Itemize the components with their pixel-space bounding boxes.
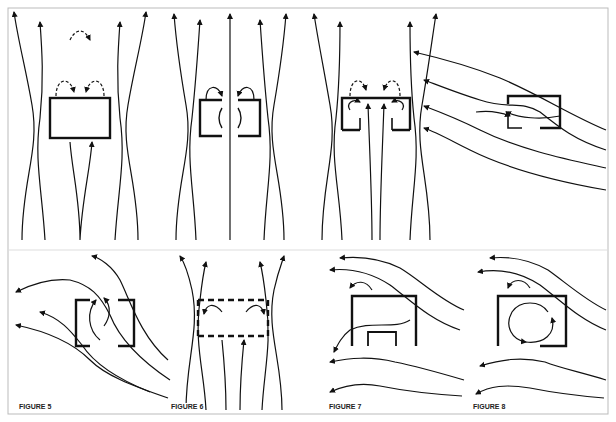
streamline xyxy=(349,101,360,110)
streamline xyxy=(420,14,436,240)
frame xyxy=(8,8,608,414)
streamline xyxy=(222,340,244,410)
building-outline xyxy=(118,300,134,346)
building-outline xyxy=(342,98,410,130)
streamline xyxy=(206,87,222,100)
building xyxy=(508,96,560,128)
streamlines xyxy=(314,14,436,240)
divider xyxy=(8,250,608,251)
streamline xyxy=(92,256,168,360)
building-outline xyxy=(508,116,522,128)
streamline xyxy=(86,81,104,96)
streamline xyxy=(380,104,384,240)
streamline xyxy=(340,257,464,310)
building-outline xyxy=(368,332,396,346)
streamline xyxy=(174,14,188,240)
building xyxy=(50,98,110,138)
building xyxy=(342,98,410,130)
streamline xyxy=(476,386,604,398)
streamlines xyxy=(174,14,286,240)
streamline xyxy=(330,270,460,330)
streamlines xyxy=(330,257,464,396)
streamline xyxy=(526,318,553,342)
figure-label: FIGURE 5 xyxy=(18,403,52,410)
streamlines xyxy=(476,258,606,399)
streamline xyxy=(314,14,332,240)
streamline xyxy=(115,22,122,240)
streamline xyxy=(334,22,342,240)
figure-label: FIGURE 6 xyxy=(170,403,204,410)
building xyxy=(352,296,416,346)
streamline xyxy=(424,80,606,150)
streamline xyxy=(508,281,530,289)
streamline xyxy=(506,112,560,118)
building-outline xyxy=(352,296,416,346)
streamline xyxy=(14,12,34,240)
building xyxy=(76,300,134,346)
streamline xyxy=(350,282,372,290)
streamline xyxy=(424,128,606,190)
streamline xyxy=(334,320,410,352)
streamline xyxy=(204,305,222,314)
streamline xyxy=(104,298,109,326)
streamline xyxy=(70,31,90,40)
streamlines xyxy=(14,12,146,240)
building xyxy=(198,300,268,336)
building-outline xyxy=(498,296,566,346)
building-outline xyxy=(342,129,410,131)
streamline xyxy=(509,303,548,342)
streamlines xyxy=(180,256,284,410)
streamline xyxy=(16,325,168,398)
streamline xyxy=(424,106,606,168)
streamline xyxy=(272,256,284,410)
streamline xyxy=(384,81,400,96)
streamline xyxy=(16,280,170,380)
streamline xyxy=(392,101,403,110)
streamlines xyxy=(16,256,170,398)
streamlines xyxy=(414,52,606,190)
streamline xyxy=(56,81,74,96)
streamline xyxy=(490,258,606,311)
streamline xyxy=(330,358,464,380)
streamline xyxy=(126,12,146,240)
streamline xyxy=(368,104,372,240)
building-outline xyxy=(198,300,268,336)
streamline xyxy=(190,20,200,240)
streamline xyxy=(229,14,230,240)
streamline xyxy=(180,256,194,410)
streamline xyxy=(260,20,270,240)
streamline xyxy=(350,81,366,96)
building xyxy=(498,296,566,346)
building-outline xyxy=(360,118,392,130)
streamline xyxy=(246,305,264,314)
building-outline xyxy=(219,108,241,128)
streamline xyxy=(410,22,416,240)
building xyxy=(200,100,260,136)
streamline xyxy=(238,87,254,100)
streamline xyxy=(330,384,462,396)
streamline xyxy=(70,142,92,240)
building-outline xyxy=(508,96,560,128)
streamline xyxy=(480,359,606,380)
streamline xyxy=(38,22,45,240)
figure-label: FIGURE 8 xyxy=(472,403,506,410)
streamline xyxy=(90,300,100,340)
building-outline xyxy=(50,98,110,138)
streamline xyxy=(476,111,510,116)
building-outline xyxy=(76,300,90,346)
streamline xyxy=(272,14,286,240)
streamline xyxy=(414,52,606,130)
figure-label: FIGURE 7 xyxy=(328,403,362,410)
